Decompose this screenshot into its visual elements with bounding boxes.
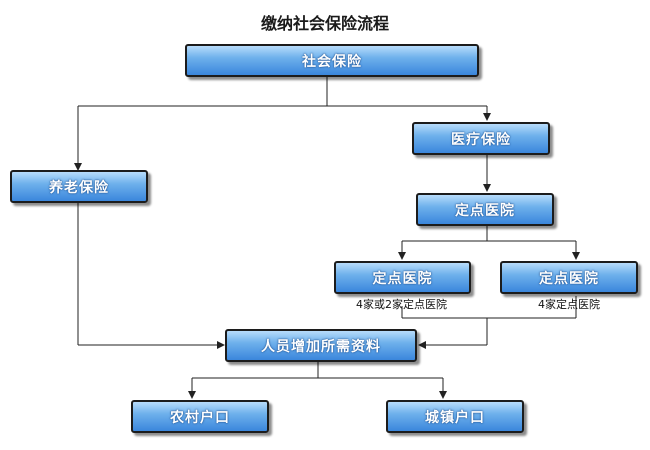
node-designated-hospital: 定点医院 [416, 193, 554, 226]
node-required-documents-label: 人员增加所需资料 [261, 338, 381, 355]
diagram-title: 缴纳社会保险流程 [260, 14, 389, 33]
node-rural-household-label: 农村户口 [170, 409, 230, 426]
node-rural-household: 农村户口 [131, 400, 269, 433]
node-hospital-left-label: 定点医院 [372, 270, 433, 287]
node-medical-insurance: 医疗保险 [412, 122, 550, 155]
node-medical-insurance-label: 医疗保险 [451, 131, 511, 148]
node-social-insurance: 社会保险 [185, 44, 479, 77]
node-designated-hospital-label: 定点医院 [455, 202, 515, 219]
node-hospital-left: 定点医院 [334, 261, 471, 294]
node-hospital-right: 定点医院 [500, 261, 638, 294]
node-urban-household-label: 城镇户口 [425, 409, 485, 426]
node-hospital-right-label: 定点医院 [539, 270, 599, 287]
node-social-insurance-label: 社会保险 [302, 53, 362, 70]
node-pension-insurance-label: 养老保险 [49, 179, 109, 196]
note-hospital-right: 4家定点医院 [538, 298, 600, 311]
node-pension-insurance: 养老保险 [10, 170, 148, 203]
node-required-documents: 人员增加所需资料 [225, 329, 417, 362]
node-urban-household: 城镇户口 [386, 400, 524, 433]
note-hospital-left: 4家或2家定点医院 [356, 298, 447, 311]
